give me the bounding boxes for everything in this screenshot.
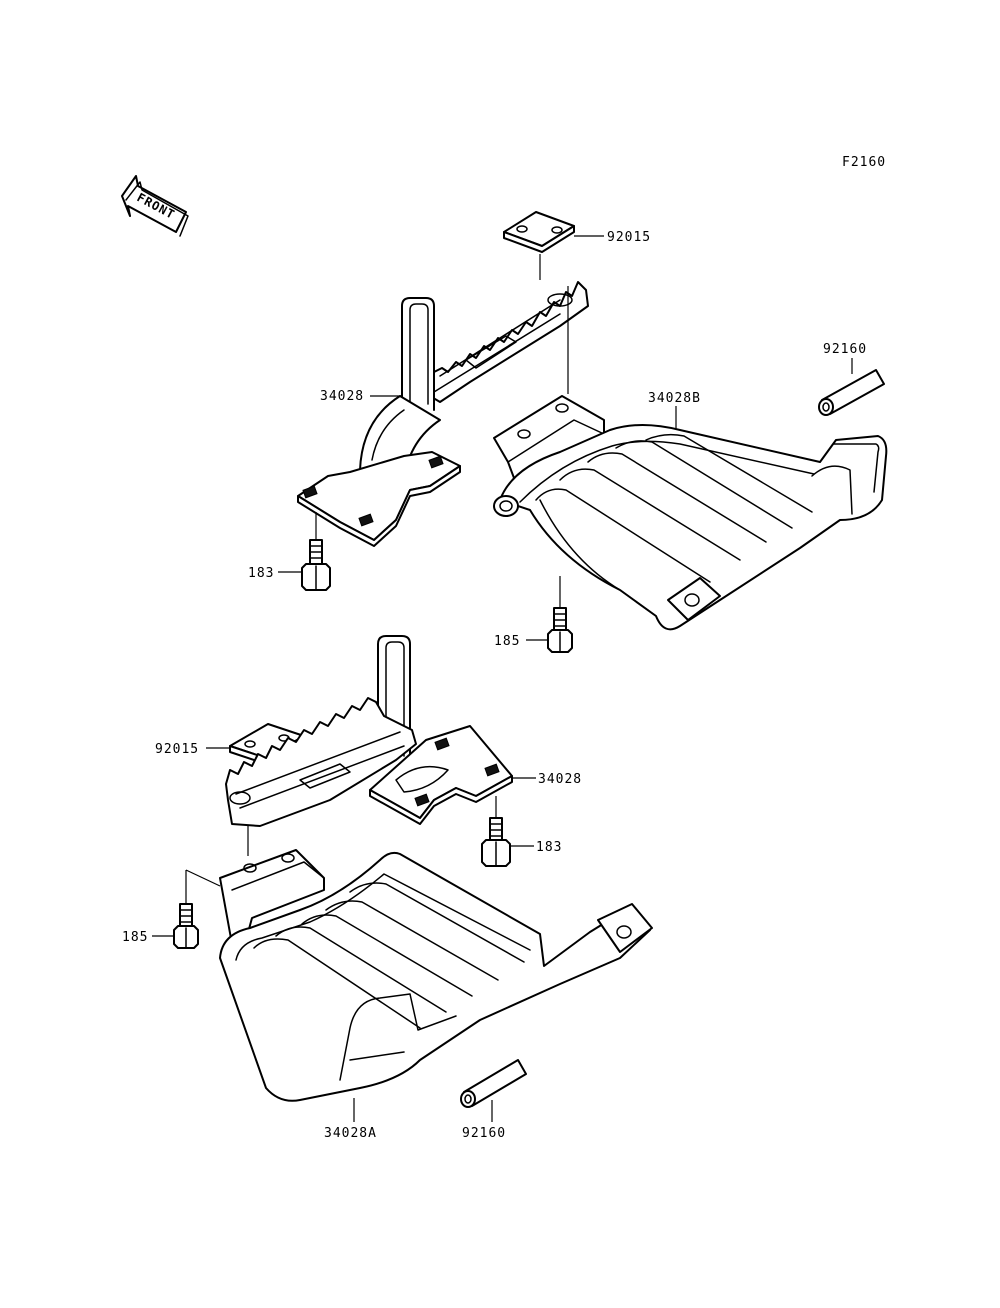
lower-92160-sleeve [460,1059,527,1108]
label-lower-185: 185 [122,930,148,945]
label-upper-34028B: 34028B [648,391,701,406]
upper-34028-footpeg [297,281,589,547]
lower-34028A-guard [219,849,653,1102]
lower-185-bolt [173,903,199,949]
label-lower-92015: 92015 [155,742,199,757]
label-lower-92160: 92160 [462,1126,506,1141]
label-lower-34028A: 34028A [324,1126,377,1141]
figure-code: F2160 [842,155,886,170]
label-upper-34028: 34028 [320,389,364,404]
label-upper-92015: 92015 [607,230,651,245]
label-lower-34028: 34028 [538,772,582,787]
label-lower-183: 183 [536,840,562,855]
label-upper-185: 185 [494,634,520,649]
lower-34028-footpeg [225,635,513,827]
upper-183-bolt [301,539,331,591]
label-upper-92160: 92160 [823,342,867,357]
label-upper-183: 183 [248,566,274,581]
front-arrow-icon: FRONT [121,175,189,237]
upper-92160-sleeve [818,369,885,416]
lower-183-bolt [481,817,511,867]
upper-185-bolt [547,607,573,653]
upper-34028B-guard [493,395,888,631]
upper-92015-pad [503,211,575,253]
